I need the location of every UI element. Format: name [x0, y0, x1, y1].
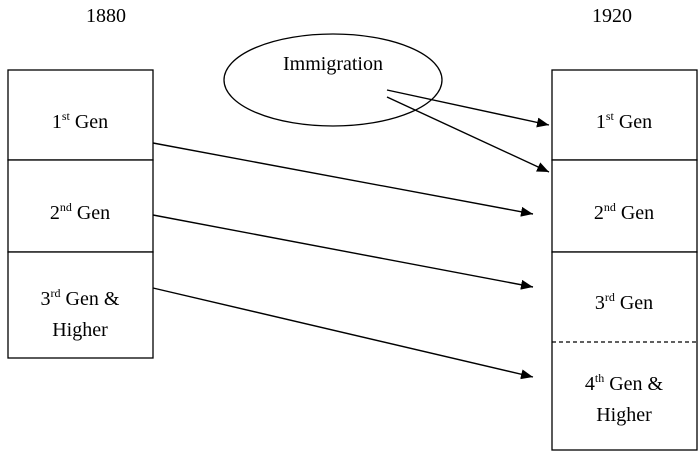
- right-box-gen1: [551, 69, 698, 161]
- right-gen2-label: 2nd Gen: [594, 200, 654, 224]
- right-gen1-label: 1st Gen: [596, 109, 652, 133]
- left-column-1880: 1st Gen 2nd Gen 3rd Gen & Higher: [7, 69, 154, 359]
- right-box-gen2: [551, 159, 698, 253]
- right-gen4-label: 4th Gen &: [585, 371, 664, 395]
- right-gen4-label-line2: Higher: [596, 404, 652, 426]
- left-box-gen1: [7, 69, 154, 161]
- immigration-ellipse: [223, 33, 443, 127]
- left-gen3-label-line2: Higher: [52, 319, 108, 341]
- arrow-gen1-to-gen2: [152, 142, 534, 217]
- right-column-1920: 1st Gen 2nd Gen 3rd Gen 4th Gen & Higher: [551, 69, 698, 451]
- left-box-gen2: [7, 159, 154, 253]
- arrow-immigration-to-gen2: [386, 96, 550, 173]
- right-year-label: 1920: [592, 5, 632, 27]
- left-gen2-label: 2nd Gen: [50, 200, 110, 224]
- arrow-gen2-to-gen3: [152, 214, 534, 290]
- arrow-immigration-to-gen1: [386, 89, 550, 128]
- left-gen1-label: 1st Gen: [52, 109, 108, 133]
- right-gen3-label: 3rd Gen: [595, 290, 653, 314]
- right-box-gen3-gen4: [551, 251, 698, 451]
- left-gen3-label: 3rd Gen &: [41, 286, 120, 310]
- left-year-label: 1880: [86, 5, 126, 27]
- immigration-label: Immigration: [283, 53, 383, 75]
- left-box-gen3-higher: [7, 251, 154, 359]
- arrow-gen3-to-gen4: [152, 287, 534, 380]
